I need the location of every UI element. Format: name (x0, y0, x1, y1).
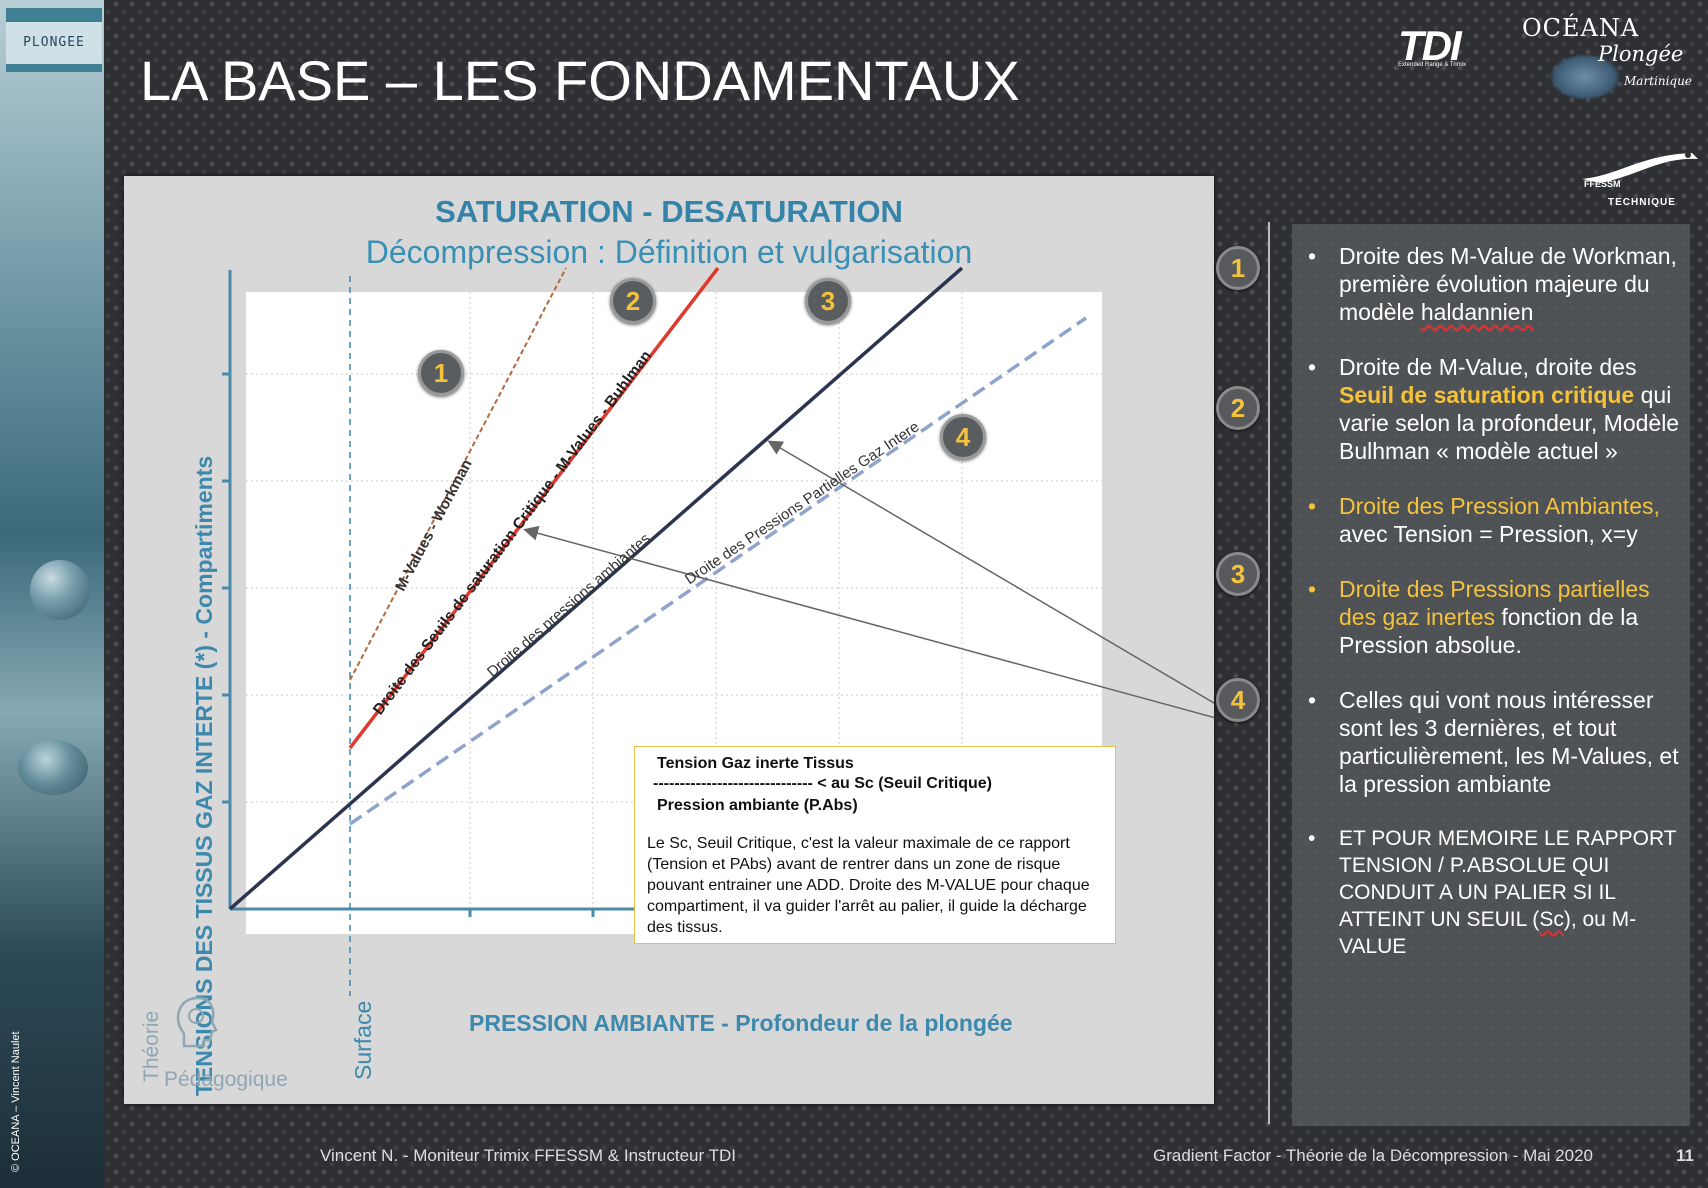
formula-explanation: Le Sc, Seuil Critique, c'est la valeur m… (647, 835, 1090, 936)
water-drop-image (30, 560, 90, 620)
diagram-panel: SATURATION - DESATURATION Décompression … (124, 176, 1214, 1104)
legend-badge-1: 1 (1216, 246, 1260, 290)
separator-line (1268, 222, 1270, 1124)
oceana-logo-line2: Plongée (1598, 42, 1684, 66)
ffessm-technique: TECHNIQUE (1608, 197, 1676, 208)
formula-box: Tension Gaz inerte Tissus --------------… (634, 746, 1116, 944)
bullet-item-2: Droite de M-Value, droite des Seuil de s… (1292, 353, 1690, 465)
bullet-item-1: Droite des M-Value de Workman, première … (1292, 242, 1690, 326)
diagram-badge-3: 3 (805, 278, 851, 324)
tdi-logo-tagline: Extended Range & Trimix (1398, 62, 1467, 68)
diagram-title: SATURATION - DESATURATION (435, 194, 903, 229)
bullet-item-5: Celles qui vont nous intéresser sont les… (1292, 686, 1690, 798)
oceana-logo: OCÉANA Plongée Martinique (1522, 14, 1702, 110)
left-decor-strip (0, 0, 104, 1188)
turtle-icon (1550, 54, 1620, 100)
legend-badge-4: 4 (1216, 678, 1260, 722)
copyright-text: © OCEANA – Vincent Naulet (10, 1031, 22, 1172)
formula-fraction: ------------------------------ < au Sc (… (653, 775, 992, 792)
diagram-badge-4: 4 (940, 414, 986, 460)
formula-numerator: Tension Gaz inerte Tissus (657, 755, 854, 772)
bullet-item-6: ET POUR MEMOIRE LE RAPPORT TENSION / P.A… (1292, 825, 1690, 960)
buhlman-line (348, 266, 720, 750)
ffessm-brand: FFESSM (1584, 179, 1621, 189)
arrow-to-buhlman (523, 525, 1214, 719)
partial-pressure-line (349, 316, 1087, 826)
formula-denominator: Pression ambiante (P.Abs) (657, 797, 858, 814)
plongee-tab: PLONGEE (6, 8, 102, 72)
diagram-plot (222, 266, 1214, 996)
slide-title: LA BASE – LES FONDAMENTAUX (140, 49, 1020, 112)
ambient-pressure-line (228, 266, 964, 911)
x-axis-label: PRESSION AMBIANTE - Profondeur de la plo… (469, 1010, 1013, 1036)
arrow-to-ambient (767, 440, 1214, 704)
footer-course-title: Gradient Factor - Théorie de la Décompre… (1153, 1146, 1593, 1165)
pedagogy-label: Pédagogique (164, 1068, 288, 1091)
diagram-badge-2: 2 (610, 278, 656, 324)
legend-badge-3: 3 (1216, 552, 1260, 596)
oceana-logo-line3: Martinique (1624, 74, 1692, 88)
diagram-badge-1: 1 (418, 350, 464, 396)
ffessm-logo: FFESSM TECHNIQUE (1580, 145, 1700, 211)
page-number: 11 (1676, 1146, 1694, 1165)
explanation-panel: Droite des M-Value de Workman, première … (1292, 224, 1690, 1126)
head-brain-icon (176, 996, 218, 1048)
surface-label: Surface (350, 1000, 376, 1080)
water-drop-image (18, 740, 88, 795)
footer-author: Vincent N. - Moniteur Trimix FFESSM & In… (320, 1146, 736, 1165)
oceana-logo-line1: OCÉANA (1522, 14, 1640, 42)
bullet-item-4: Droite des Pressions partielles des gaz … (1292, 575, 1690, 659)
tdi-logo: TDI (1398, 22, 1462, 69)
theory-label: Théorie (140, 1010, 163, 1082)
ffessm-wave-icon (1582, 152, 1698, 183)
legend-badge-2: 2 (1216, 386, 1260, 430)
diagram-subtitle: Décompression : Définition et vulgarisat… (365, 234, 973, 270)
workman-line (349, 267, 567, 681)
bullet-list: Droite des M-Value de Workman, première … (1292, 242, 1690, 987)
bullet-item-3: Droite des Pression Ambiantes, avec Tens… (1292, 492, 1690, 548)
